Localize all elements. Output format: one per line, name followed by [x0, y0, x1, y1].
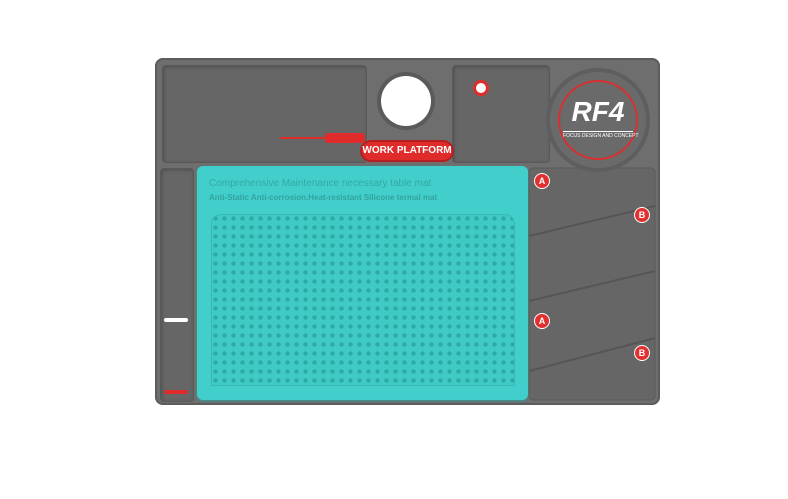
logo-tagline: FOCUS DESIGN AND CONCEPT	[563, 131, 639, 139]
work-platform-label: WORK PLATFORM	[362, 142, 452, 160]
subline: Anti-Static Anti-corrosion.Heat-resistan…	[209, 193, 438, 202]
side-channel	[160, 168, 194, 402]
screwdriver-icon	[280, 133, 365, 143]
label-b: B	[634, 345, 650, 361]
compartments	[528, 167, 656, 401]
red-dot	[473, 80, 489, 96]
teal-work-area: Comprehensive Maintenance necessary tabl…	[197, 166, 528, 400]
red-marker	[164, 390, 188, 394]
dot-grid	[211, 214, 515, 386]
headline: Comprehensive Maintenance necessary tabl…	[209, 178, 432, 189]
rf4-logo: RF4 FOCUS DESIGN AND CONCEPT	[550, 72, 646, 168]
parts-tray	[452, 65, 550, 163]
logo-text: RF4	[571, 96, 625, 127]
label-a: A	[534, 313, 550, 329]
label-b: B	[634, 207, 650, 223]
white-marker	[164, 318, 188, 322]
label-a: A	[534, 173, 550, 189]
logo-ring	[558, 80, 638, 160]
cup-hole	[381, 76, 431, 126]
screw-tray	[162, 65, 367, 163]
